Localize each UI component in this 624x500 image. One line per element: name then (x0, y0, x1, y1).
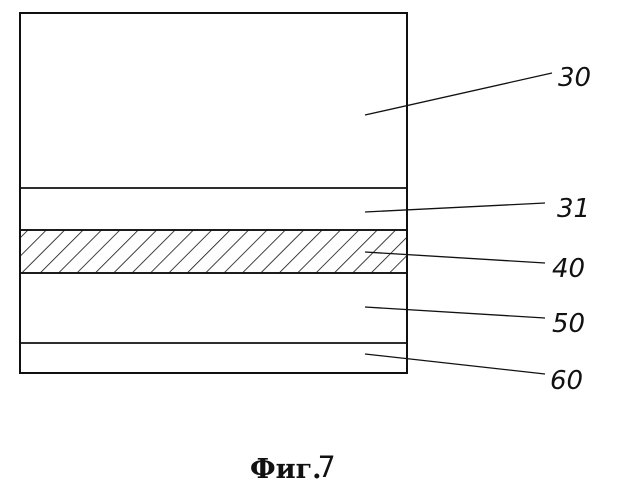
layer-60 (20, 343, 407, 373)
layer-label-40: 40 (552, 254, 585, 284)
layer-31 (20, 188, 407, 230)
layer-label-31: 31 (557, 194, 590, 224)
layer-40-hatched (20, 230, 407, 273)
leader-line-30 (365, 73, 552, 115)
figure-caption-number: 7 (318, 450, 335, 484)
stack-outline (20, 13, 407, 373)
layer-30 (20, 13, 407, 188)
leader-line-50 (365, 307, 545, 318)
figure-caption-text: Фиг. (250, 454, 322, 485)
layer-label-30: 30 (558, 63, 591, 93)
layer-50 (20, 273, 407, 343)
leader-line-31 (365, 203, 545, 212)
leader-line-60 (365, 354, 545, 374)
layer-label-60: 60 (550, 366, 583, 396)
layer-label-50: 50 (552, 309, 585, 339)
